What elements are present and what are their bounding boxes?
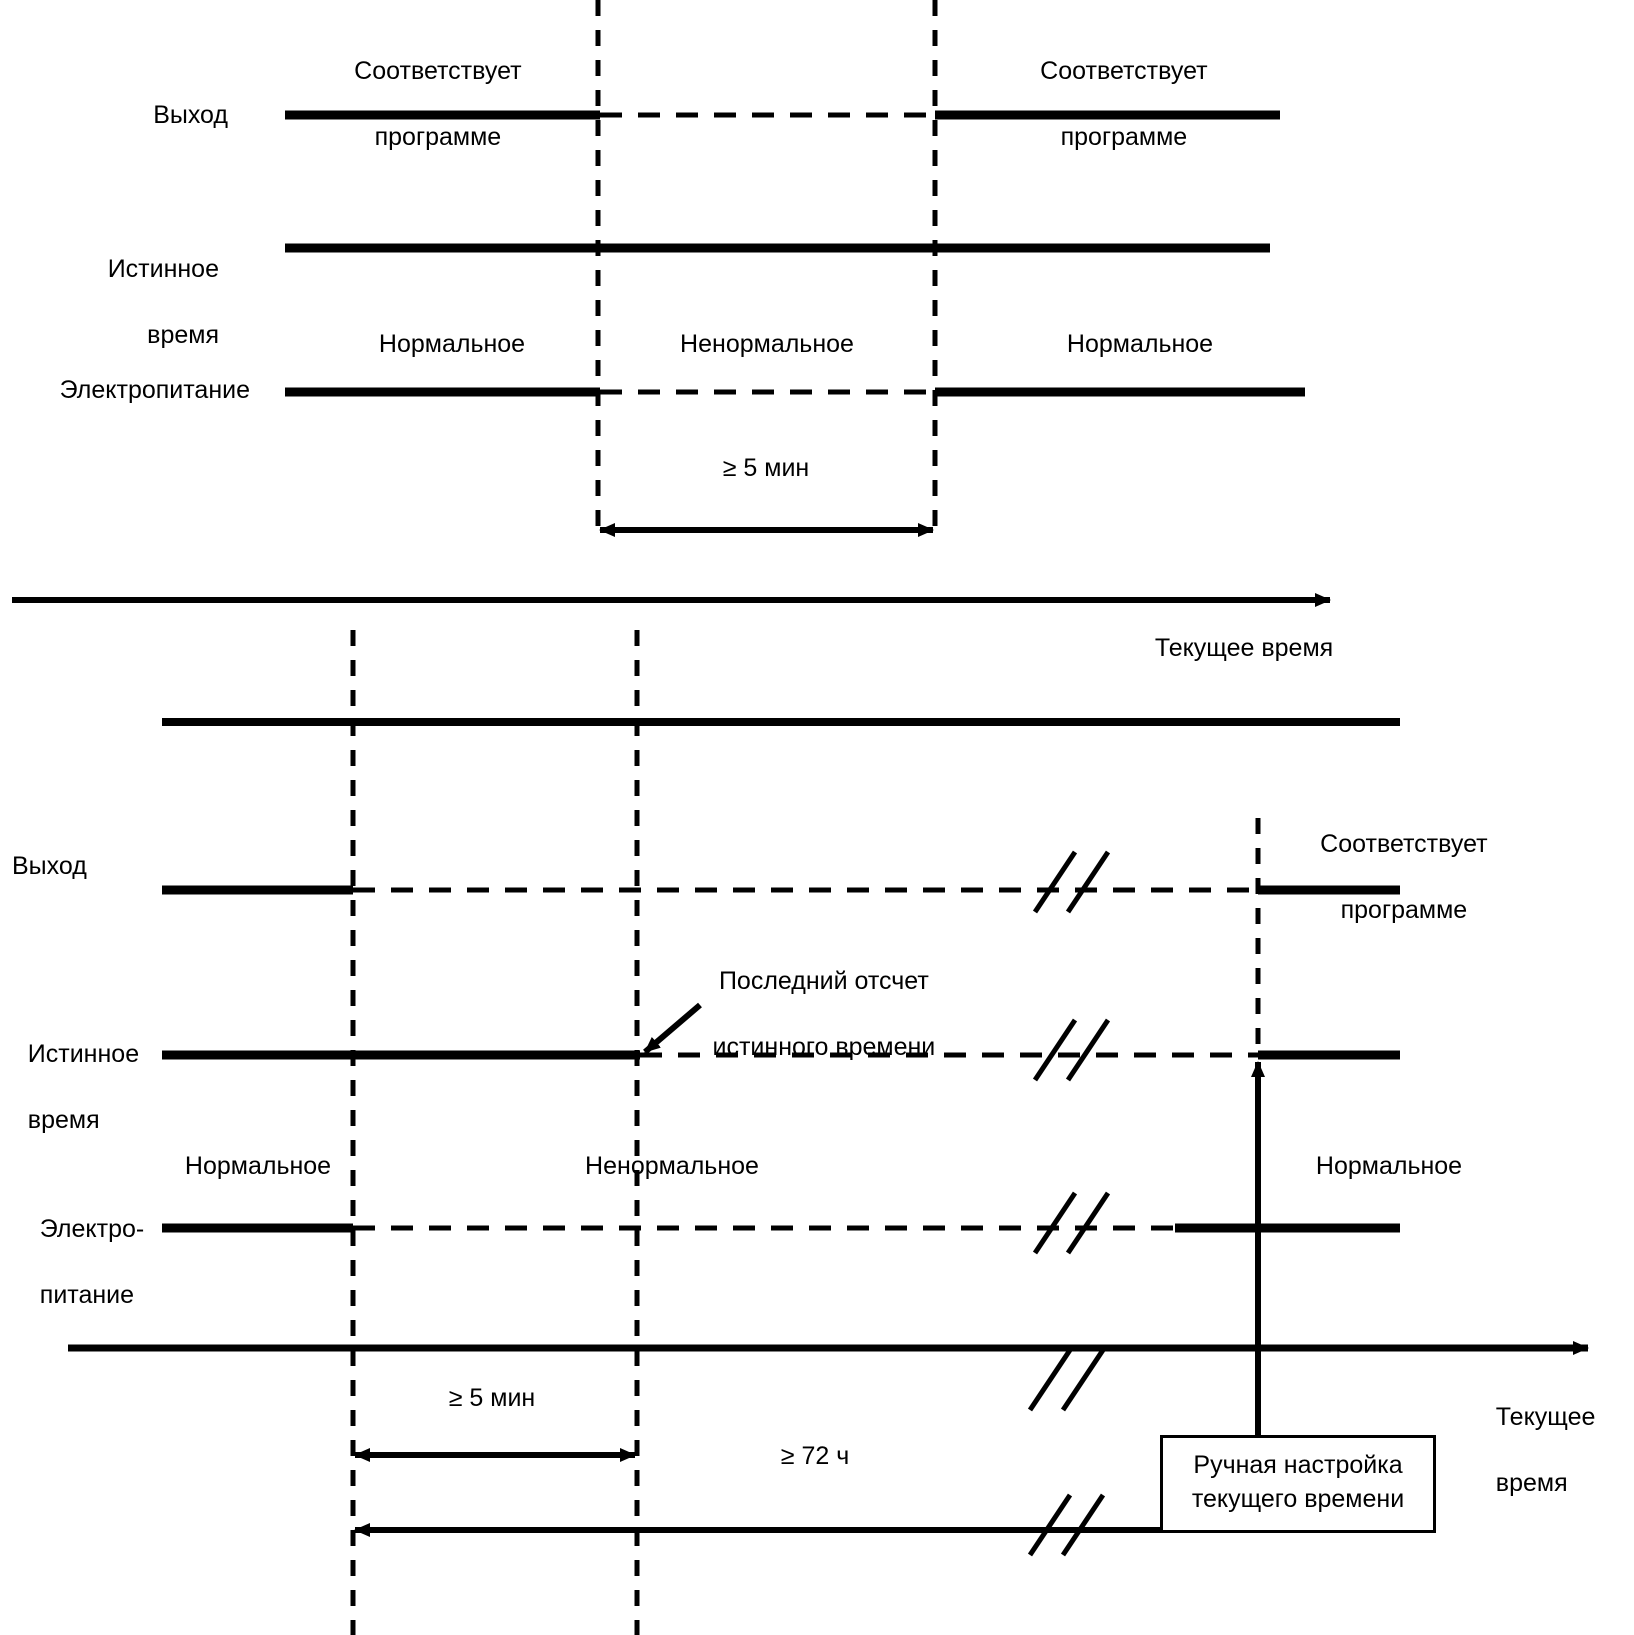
bottom-guide-lines	[350, 630, 640, 1635]
bottom-output-right-state: Соответствует программе	[1320, 830, 1488, 924]
break-marks-long-span	[1027, 1493, 1106, 1557]
bottom-long-duration-label: ≥ 72 ч	[780, 1442, 850, 1470]
top-output-left-state: Соответствует программе	[354, 57, 522, 151]
top-duration-label: ≥ 5 мин	[722, 454, 810, 482]
top-output-right-state: Соответствует программе	[1040, 57, 1208, 151]
top-power-left-state: Нормальное	[378, 330, 526, 358]
break-marks-output	[1032, 850, 1111, 914]
bottom-short-duration-label: ≥ 5 мин	[448, 1384, 536, 1412]
bottom-row-label-power: Электро- питание	[39, 1215, 145, 1309]
top-row-label-true-time: Истинное время	[107, 255, 219, 349]
bottom-row-label-true-time: Истинное время	[27, 1040, 140, 1134]
bottom-power-left-state: Нормальное	[184, 1152, 332, 1180]
top-power-right-state: Нормальное	[1066, 330, 1214, 358]
break-marks-truetime	[1032, 1018, 1111, 1082]
top-row-label-power: Электропитание	[59, 376, 250, 404]
bottom-axis-label: Текущее время	[1495, 1403, 1596, 1497]
top-power-middle-state: Ненормальное	[680, 330, 854, 358]
bottom-annotation-last-reading: Последний отсчет истинного времени	[712, 967, 936, 1061]
bottom-power-right-state: Нормальное	[1315, 1152, 1463, 1180]
bottom-row-label-output: Выход	[12, 852, 87, 880]
bottom-callout-arrow	[643, 1002, 702, 1055]
break-marks-axis	[1027, 1348, 1106, 1412]
top-row-label-output: Выход	[153, 101, 228, 129]
manual-setting-box: Ручная настройка текущего времени	[1160, 1435, 1436, 1533]
break-marks-power	[1032, 1191, 1111, 1255]
top-axis-label: Текущее время	[1154, 634, 1334, 662]
bottom-power-middle-state: Ненормальное	[585, 1152, 759, 1180]
